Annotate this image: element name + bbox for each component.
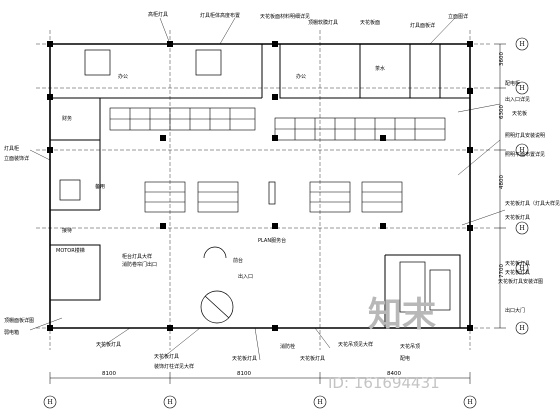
callout-label-33: 出入口 — [238, 273, 253, 280]
callout-label-18: 灯具柜 — [4, 145, 19, 152]
room-labels: 办公 办公 茶水 财务 接待 备用 MOTOR楼梯 前台 PLAN服务台 — [56, 65, 385, 264]
svg-text:H: H — [520, 225, 525, 232]
callout-label-26: 消防栓 — [280, 343, 295, 350]
dimension-right-1: 6300 — [499, 105, 505, 119]
columns — [47, 41, 473, 331]
svg-text:H: H — [520, 147, 525, 154]
callout-label-30: 配电 — [400, 355, 410, 362]
callout-label-20: 顶棚面板详图 — [4, 317, 34, 324]
axis-bubble-right-1: H — [515, 81, 529, 95]
svg-text:H: H — [520, 265, 525, 272]
callout-label-19: 立面装饰详 — [4, 155, 29, 162]
axis-bubbles: H H H H H H H H H H — [43, 37, 529, 409]
svg-text:H: H — [318, 399, 323, 406]
outer-walls — [49, 43, 471, 329]
callout-label-14: 天花板灯具 — [505, 260, 530, 267]
dimension-right-3: 7700 — [499, 264, 505, 278]
svg-text:H: H — [520, 41, 525, 48]
room-label-reception: 接待 — [62, 227, 72, 234]
callout-label-2: 天花板面材料明细详见 — [260, 13, 310, 20]
room-label-lobby: 前台 — [233, 257, 243, 264]
room-label-pantry: 备用 — [95, 183, 105, 190]
callout-label-24: 装饰灯柱详见大样 — [154, 363, 194, 370]
axis-bubble-right-2: H — [515, 143, 529, 157]
callout-label-7: 配电柜 — [505, 80, 520, 87]
callout-label-9: 天花板 — [512, 110, 527, 117]
callout-label-27: 天花板灯具 — [300, 355, 325, 362]
callout-label-21: 弱电箱 — [4, 329, 19, 336]
grid-lines — [36, 30, 490, 350]
axis-bubble-right-0: H — [515, 37, 529, 51]
dimension-bottom-2: 8400 — [387, 371, 401, 377]
room-label-stair: MOTOR楼梯 — [56, 247, 85, 254]
dimension-labels: 8100 8100 8400 3600 6300 4800 7700 — [102, 52, 505, 377]
axis-bubble-right-3: H — [515, 221, 529, 235]
axis-bubble-bottom-0: H — [43, 395, 57, 409]
callout-label-4: 天花板面 — [360, 19, 380, 26]
callout-label-1: 灯具柜体高度布置 — [200, 12, 240, 19]
callout-label-11: 照明平面布置详见 — [505, 151, 545, 158]
callout-label-31: 柜台灯具大样 — [122, 253, 152, 260]
callout-label-17: 出口大门 — [505, 307, 525, 314]
interior-walls — [50, 44, 470, 328]
callout-label-0: 高柜灯具 — [148, 11, 168, 18]
callout-label-15: 天花板灯具 — [505, 269, 530, 276]
svg-text:H: H — [468, 399, 473, 406]
room-label-left: 财务 — [62, 115, 72, 122]
callout-label-10: 照明灯具安装说明 — [505, 132, 545, 139]
dimension-right-2: 4800 — [499, 175, 505, 189]
callout-label-12: 天花板灯具（灯具大样见） — [505, 200, 560, 207]
dimension-bottom-0: 8100 — [102, 371, 116, 377]
callout-label-28: 天花吊顶见大样 — [338, 341, 373, 348]
callout-label-16: 天花板灯具安装详图 — [498, 278, 543, 285]
room-label-service: PLAN服务台 — [258, 237, 286, 244]
axis-bubble-bottom-1: H — [163, 395, 177, 409]
axis-bubble-bottom-2: H — [313, 395, 327, 409]
dimension-bottom-1: 8100 — [237, 371, 251, 377]
svg-text:H: H — [520, 325, 525, 332]
svg-text:H: H — [520, 85, 525, 92]
room-label-office-a: 办公 — [118, 73, 128, 80]
callout-label-32: 消防卷帘门出口 — [122, 261, 157, 268]
callout-label-29: 天花吊顶 — [400, 343, 420, 350]
seating-blocks — [144, 181, 403, 213]
room-label-office-b: 办公 — [296, 73, 306, 80]
callout-label-5: 灯具面板详 — [410, 22, 435, 29]
axis-bubble-right-5: H — [515, 321, 529, 335]
watermark-logo: 知末 — [368, 295, 436, 335]
callout-label-6: 立面图详 — [448, 13, 468, 20]
dimension-lines — [49, 43, 506, 384]
callout-label-13: 天花板灯具 — [505, 214, 530, 221]
callout-label-3: 顶棚软膜灯具 — [308, 19, 338, 26]
dimension-right-0: 3600 — [499, 52, 505, 66]
callout-label-25: 天花板灯具 — [232, 355, 257, 362]
axis-bubble-bottom-3: H — [463, 395, 477, 409]
leader-lines — [29, 17, 506, 361]
fixtures — [59, 49, 451, 324]
svg-text:H: H — [48, 399, 53, 406]
watermark: 知末 ID: 161694431 — [328, 295, 440, 392]
callout-label-22: 天花板灯具 — [96, 341, 121, 348]
watermark-id: ID: 161694431 — [328, 374, 440, 392]
callout-label-8: 出入口详见 — [505, 96, 530, 103]
svg-text:H: H — [168, 399, 173, 406]
workstations — [109, 107, 446, 141]
callout-label-23: 天花板灯具 — [154, 353, 179, 360]
axis-bubble-right-4: H — [515, 261, 529, 275]
room-label-small: 茶水 — [375, 65, 385, 72]
